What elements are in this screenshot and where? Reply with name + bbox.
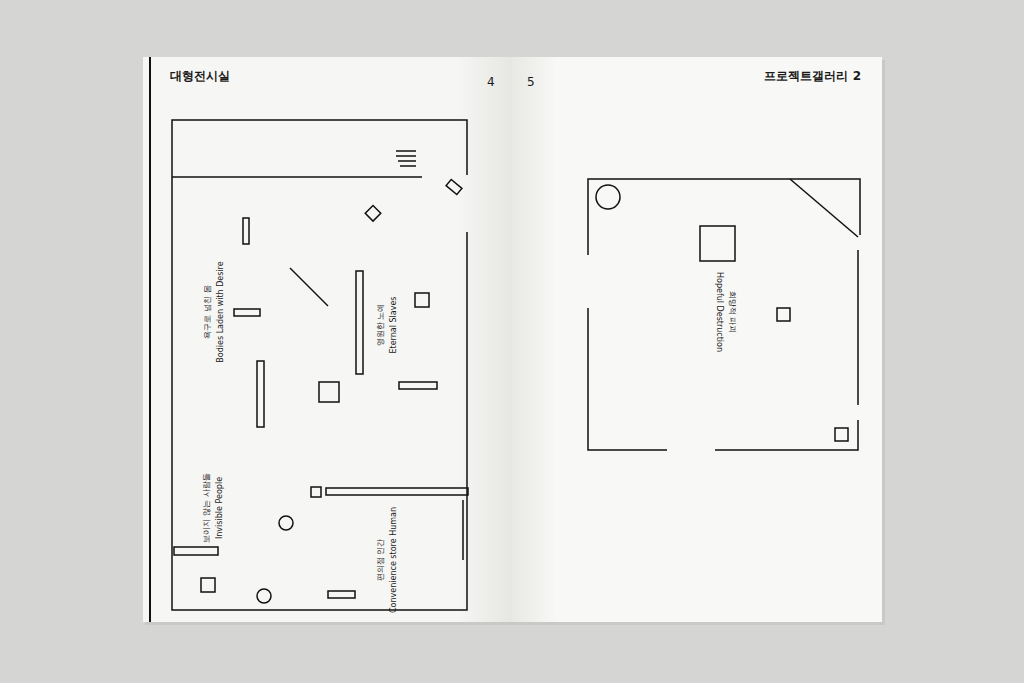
room-label: Eternal Slaves [390, 296, 398, 353]
hall-plan [172, 120, 468, 610]
page-number: 5 [527, 76, 535, 88]
room-label: 편의점 인간 [377, 539, 385, 582]
right-page [512, 57, 882, 622]
room-label: Bodies Laden with Desire [217, 261, 225, 362]
room-label: Invisible People [216, 477, 224, 539]
room-label: 영원한 노예 [377, 304, 385, 347]
room-label: 보이지 않는 사람들 [203, 473, 211, 542]
project-gallery-plan [588, 179, 860, 450]
room-label: 욕구로 넘친 몸 [204, 285, 212, 338]
room-label: 희망적 파괴 [728, 291, 736, 334]
room-label: Hopeful Destruction [715, 272, 723, 352]
page-heading: 대형전시실 [170, 70, 230, 82]
page-number: 4 [487, 76, 495, 88]
left-page [143, 57, 512, 622]
page-rule [149, 57, 151, 622]
room-label: Convenience store Human [390, 507, 398, 613]
page-heading: 프로젝트갤러리 2 [764, 70, 861, 82]
